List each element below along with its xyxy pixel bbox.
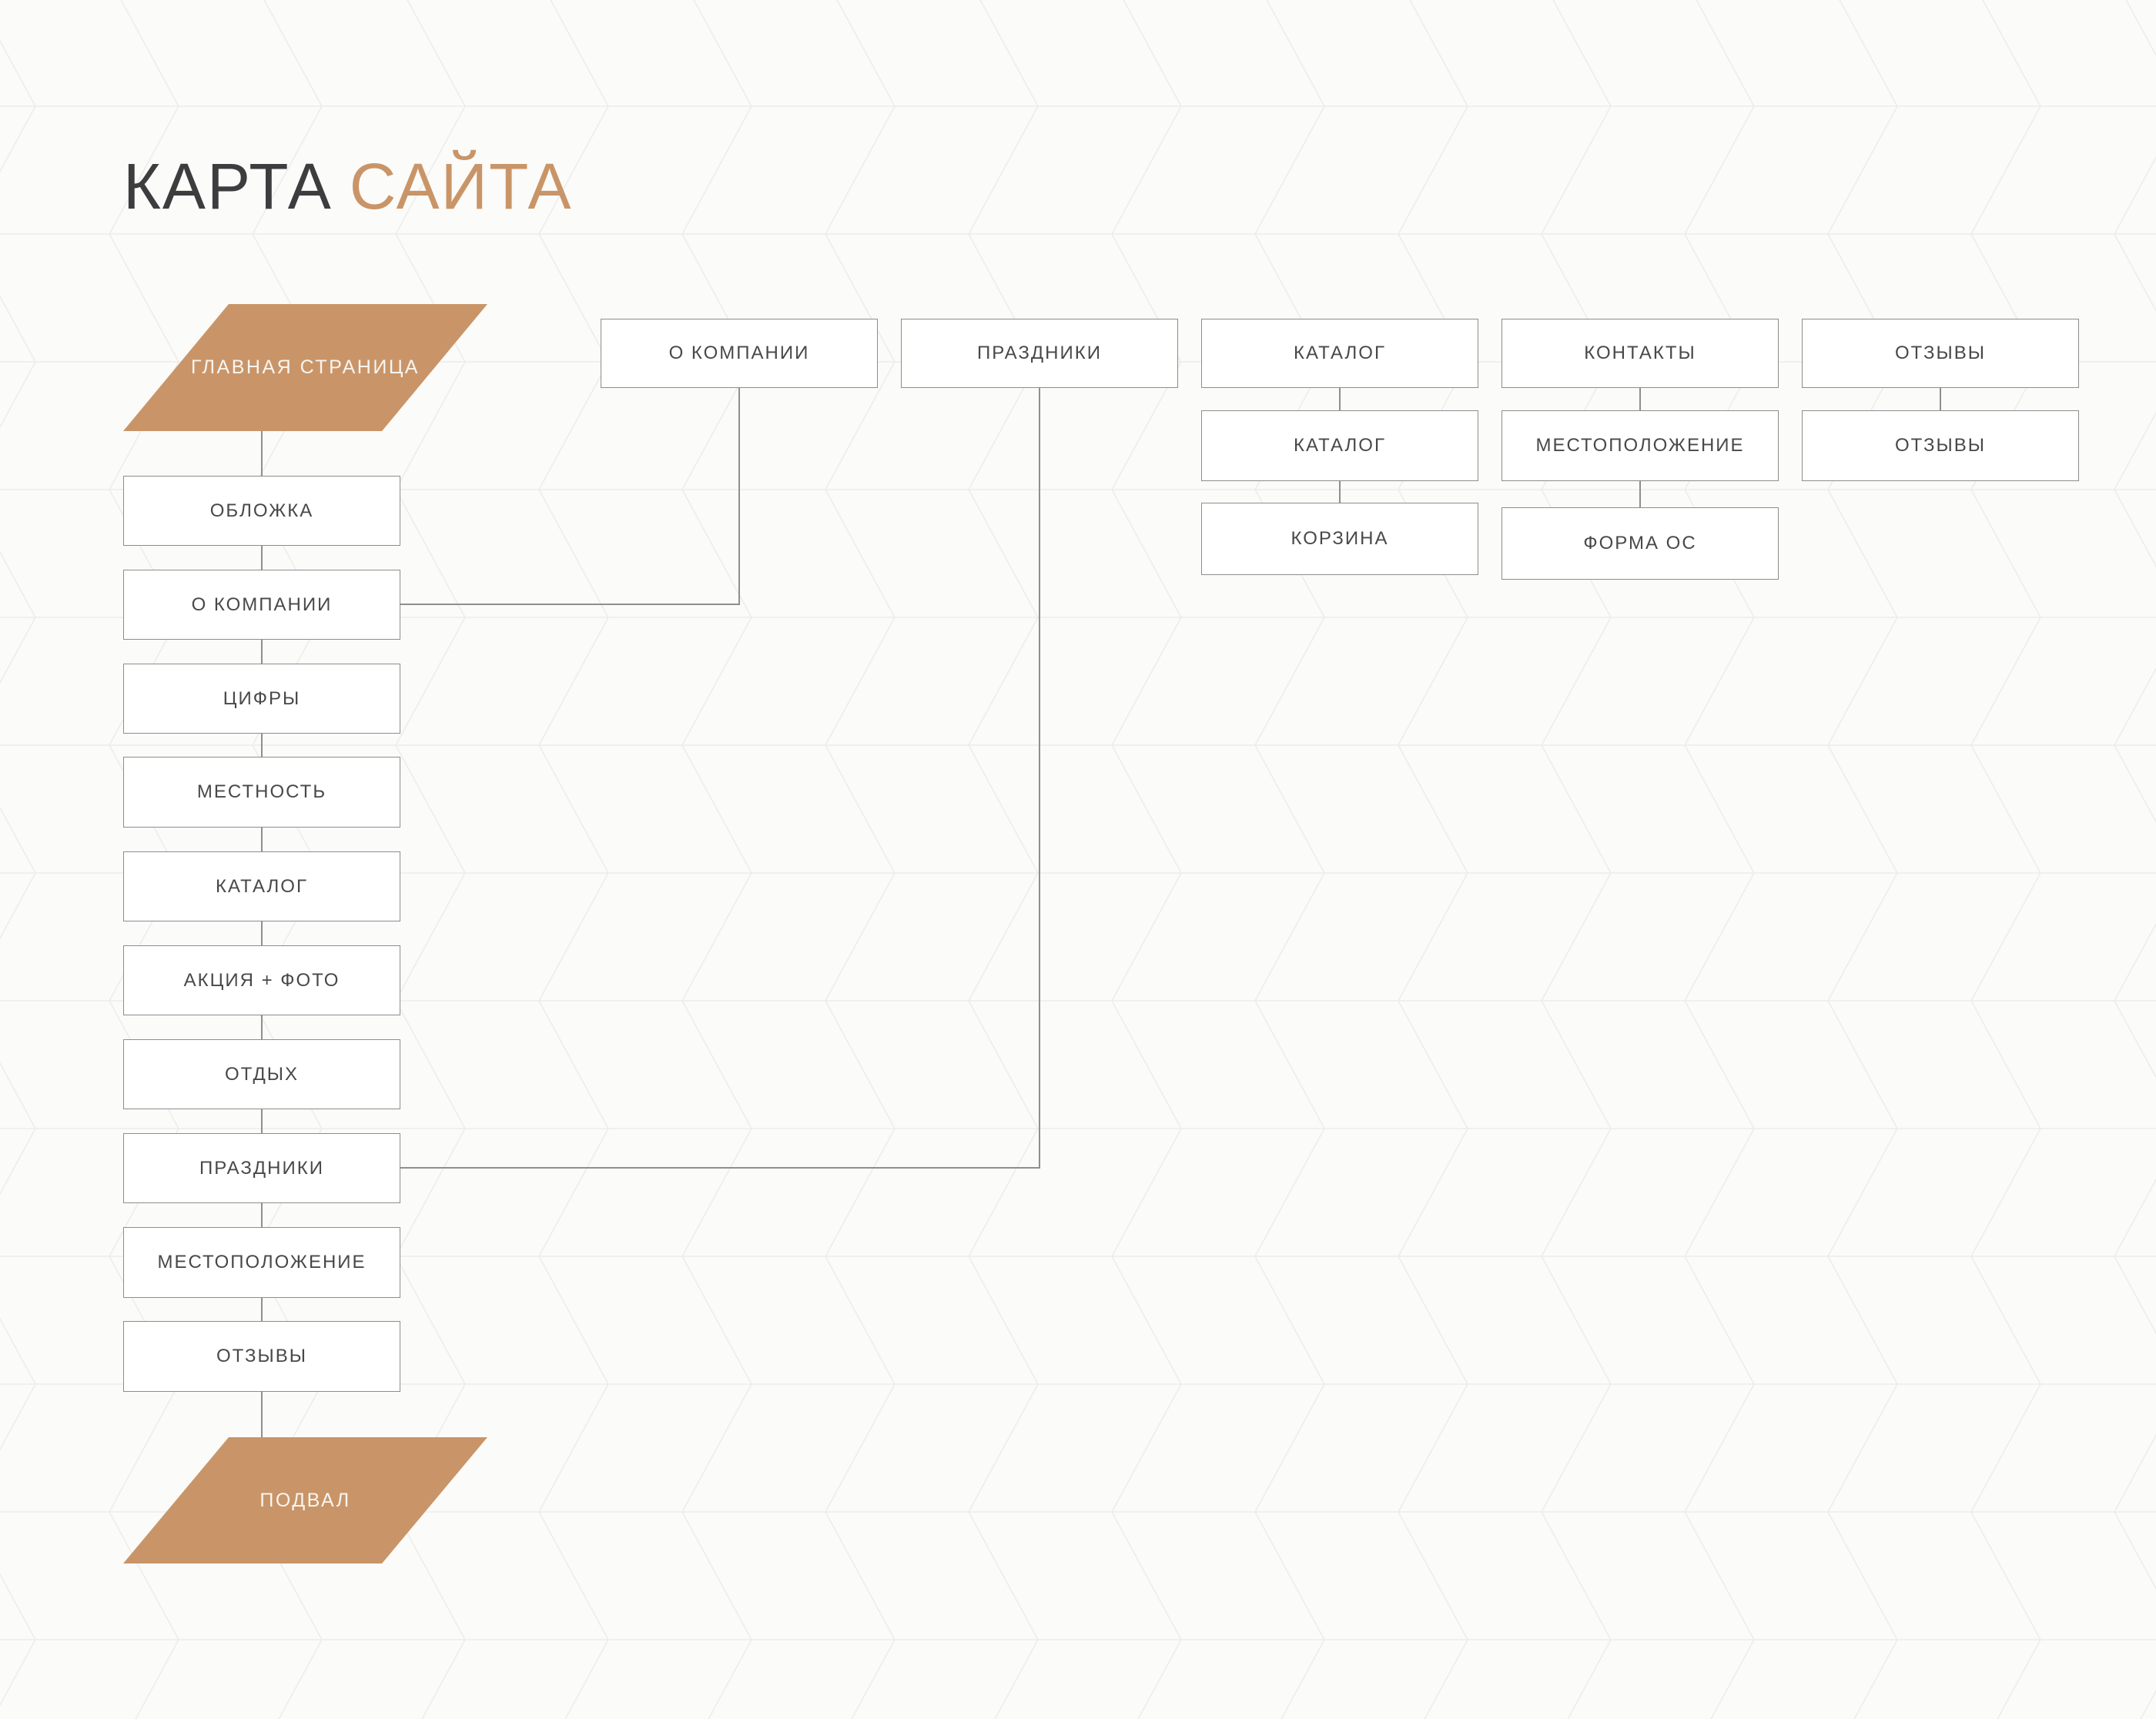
subpage-location: МЕСТОПОЛОЖЕНИЕ	[1502, 410, 1779, 481]
node-about-section-label: О КОМПАНИИ	[191, 594, 333, 615]
page-contacts: КОНТАКТЫ	[1502, 319, 1779, 388]
subpage-feedback-form-label: ФОРМА ОС	[1583, 533, 1697, 553]
connector-holidays-link	[400, 387, 1040, 1169]
node-leisure: ОТДЫХ	[123, 1039, 400, 1109]
subpage-catalog: КАТАЛОГ	[1201, 410, 1478, 481]
subpage-reviews: ОТЗЫВЫ	[1802, 410, 2079, 481]
node-promo-photo: АКЦИЯ + ФОТО	[123, 945, 400, 1015]
connector-about-link	[400, 387, 740, 605]
page-about: О КОМПАНИИ	[601, 319, 878, 388]
page-reviews: ОТЗЫВЫ	[1802, 319, 2079, 388]
node-area: МЕСТНОСТЬ	[123, 757, 400, 828]
subpage-reviews-label: ОТЗЫВЫ	[1894, 435, 1987, 456]
page-title-accent: САЙТА	[349, 150, 573, 222]
page-catalog: КАТАЛОГ	[1201, 319, 1478, 388]
node-footer-label: ПОДВАЛ	[259, 1489, 351, 1511]
subpage-location-label: МЕСТОПОЛОЖЕНИЕ	[1535, 435, 1745, 456]
subpage-cart: КОРЗИНА	[1201, 503, 1478, 575]
node-numbers: ЦИФРЫ	[123, 664, 400, 734]
page-about-label: О КОМПАНИИ	[668, 343, 810, 363]
page-reviews-label: ОТЗЫВЫ	[1894, 343, 1987, 363]
subpage-catalog-label: КАТАЛОГ	[1294, 435, 1386, 456]
node-cover: ОБЛОЖКА	[123, 476, 400, 546]
node-promo-photo-label: АКЦИЯ + ФОТО	[183, 969, 340, 991]
node-reviews-section: ОТЗЫВЫ	[123, 1321, 400, 1392]
node-leisure-label: ОТДЫХ	[224, 1063, 300, 1085]
node-home-page-label: ГЛАВНАЯ СТРАНИЦА	[191, 356, 420, 378]
page-holidays: ПРАЗДНИКИ	[901, 319, 1178, 388]
node-cover-label: ОБЛОЖКА	[209, 500, 314, 521]
node-about-section: О КОМПАНИИ	[123, 570, 400, 640]
node-location-section: МЕСТОПОЛОЖЕНИЕ	[123, 1227, 400, 1298]
page-holidays-label: ПРАЗДНИКИ	[977, 343, 1102, 363]
node-area-label: МЕСТНОСТЬ	[196, 781, 327, 802]
subpage-feedback-form: ФОРМА ОС	[1502, 507, 1779, 580]
node-holidays-section-label: ПРАЗДНИКИ	[199, 1157, 324, 1179]
node-numbers-label: ЦИФРЫ	[223, 687, 301, 709]
page-catalog-label: КАТАЛОГ	[1294, 343, 1386, 363]
node-catalog-section: КАТАЛОГ	[123, 851, 400, 921]
subpage-cart-label: КОРЗИНА	[1291, 528, 1389, 549]
node-reviews-section-label: ОТЗЫВЫ	[216, 1346, 308, 1366]
page-contacts-label: КОНТАКТЫ	[1584, 343, 1696, 363]
node-location-section-label: МЕСТОПОЛОЖЕНИЕ	[157, 1252, 367, 1273]
node-catalog-section-label: КАТАЛОГ	[216, 875, 308, 897]
page-title-primary: КАРТА	[123, 150, 333, 222]
node-holidays-section: ПРАЗДНИКИ	[123, 1133, 400, 1203]
